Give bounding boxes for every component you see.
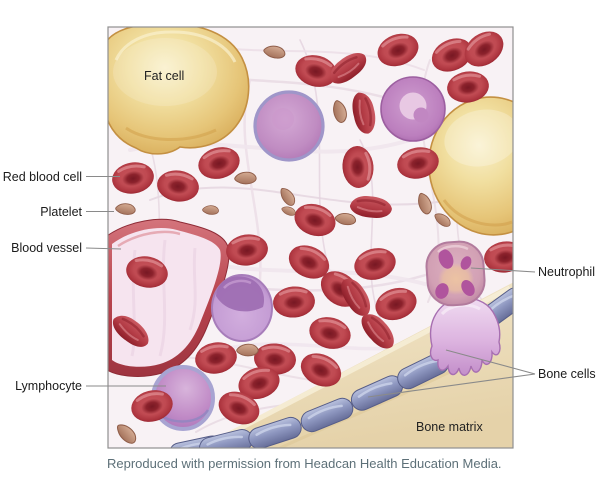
- leader-line-blood-vessel: [85, 247, 122, 250]
- monocyte: [380, 76, 446, 142]
- label-bone-matrix: Bone matrix: [416, 420, 483, 434]
- leader-lines: [85, 175, 536, 398]
- label-fat-cell: Fat cell: [144, 69, 184, 83]
- leader-line-bone-cells-2: [367, 373, 536, 398]
- leader-line-bone-cells-1: [445, 349, 536, 375]
- figure-caption: Reproduced with permission from Headcan …: [107, 456, 502, 471]
- label-lymphocyte: Lymphocyte: [15, 379, 82, 393]
- leader-line-neutrophil: [470, 267, 536, 273]
- white-blood-cell-nucleated: [211, 274, 273, 342]
- fat-cell: [108, 27, 250, 155]
- label-platelet: Platelet: [40, 205, 82, 219]
- blood-vessel: [108, 218, 230, 377]
- figure-frame: [107, 26, 514, 449]
- label-bone-cells: Bone cells: [538, 367, 596, 381]
- label-neutrophil: Neutrophil: [538, 265, 595, 279]
- white-blood-cell: [253, 90, 325, 162]
- fat-cell-right: [428, 96, 513, 236]
- label-red-blood-cell: Red blood cell: [3, 170, 82, 184]
- label-blood-vessel: Blood vessel: [11, 241, 82, 255]
- neutrophil: [425, 240, 486, 307]
- osteoclast-bone-cell: [429, 297, 501, 376]
